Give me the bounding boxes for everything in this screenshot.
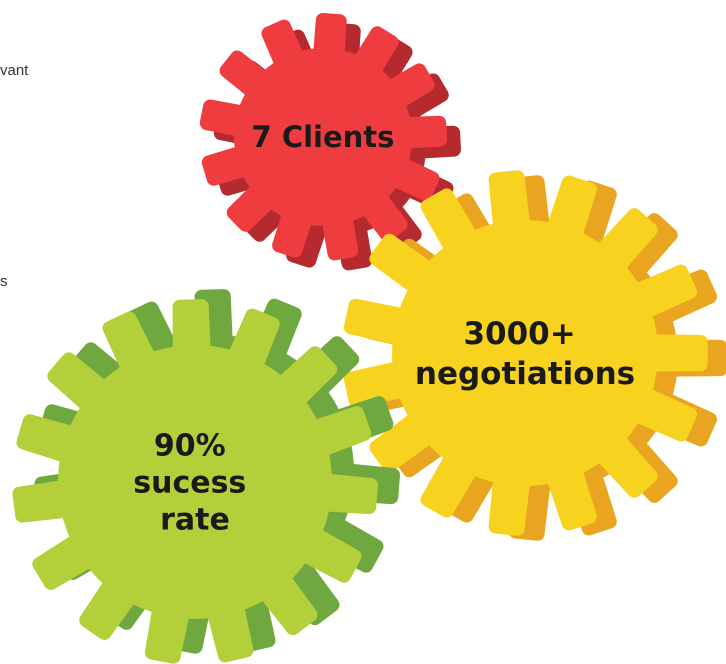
gear-clients-label: 7 Clients [252,120,395,154]
gear-negotiations-label: 3000+ negotiations [415,316,635,392]
gear-success-rate-label: 90% sucess rate [133,429,257,538]
gear-clients-label-line: 7 Clients [252,120,395,154]
gear-success-rate-label-line: sucess [133,466,246,501]
gear-negotiations-face [343,170,708,536]
gear-success-rate-label-line: rate [160,503,230,538]
gear-negotiations: 3000+ negotiations [343,170,726,541]
gear-success-rate-label-line: 90% [154,429,226,464]
gear-negotiations-label-line: negotiations [415,356,635,392]
gear-clients: 7 Clients [199,13,461,271]
truncated-side-text: vant [0,62,29,79]
truncated-side-text: s [0,273,8,290]
gear-negotiations-label-line: 3000+ [463,316,575,352]
gear-success-rate-face [12,299,378,664]
gear-success-rate: 90% sucess rate [12,289,400,664]
gear-clients-face [199,13,447,261]
